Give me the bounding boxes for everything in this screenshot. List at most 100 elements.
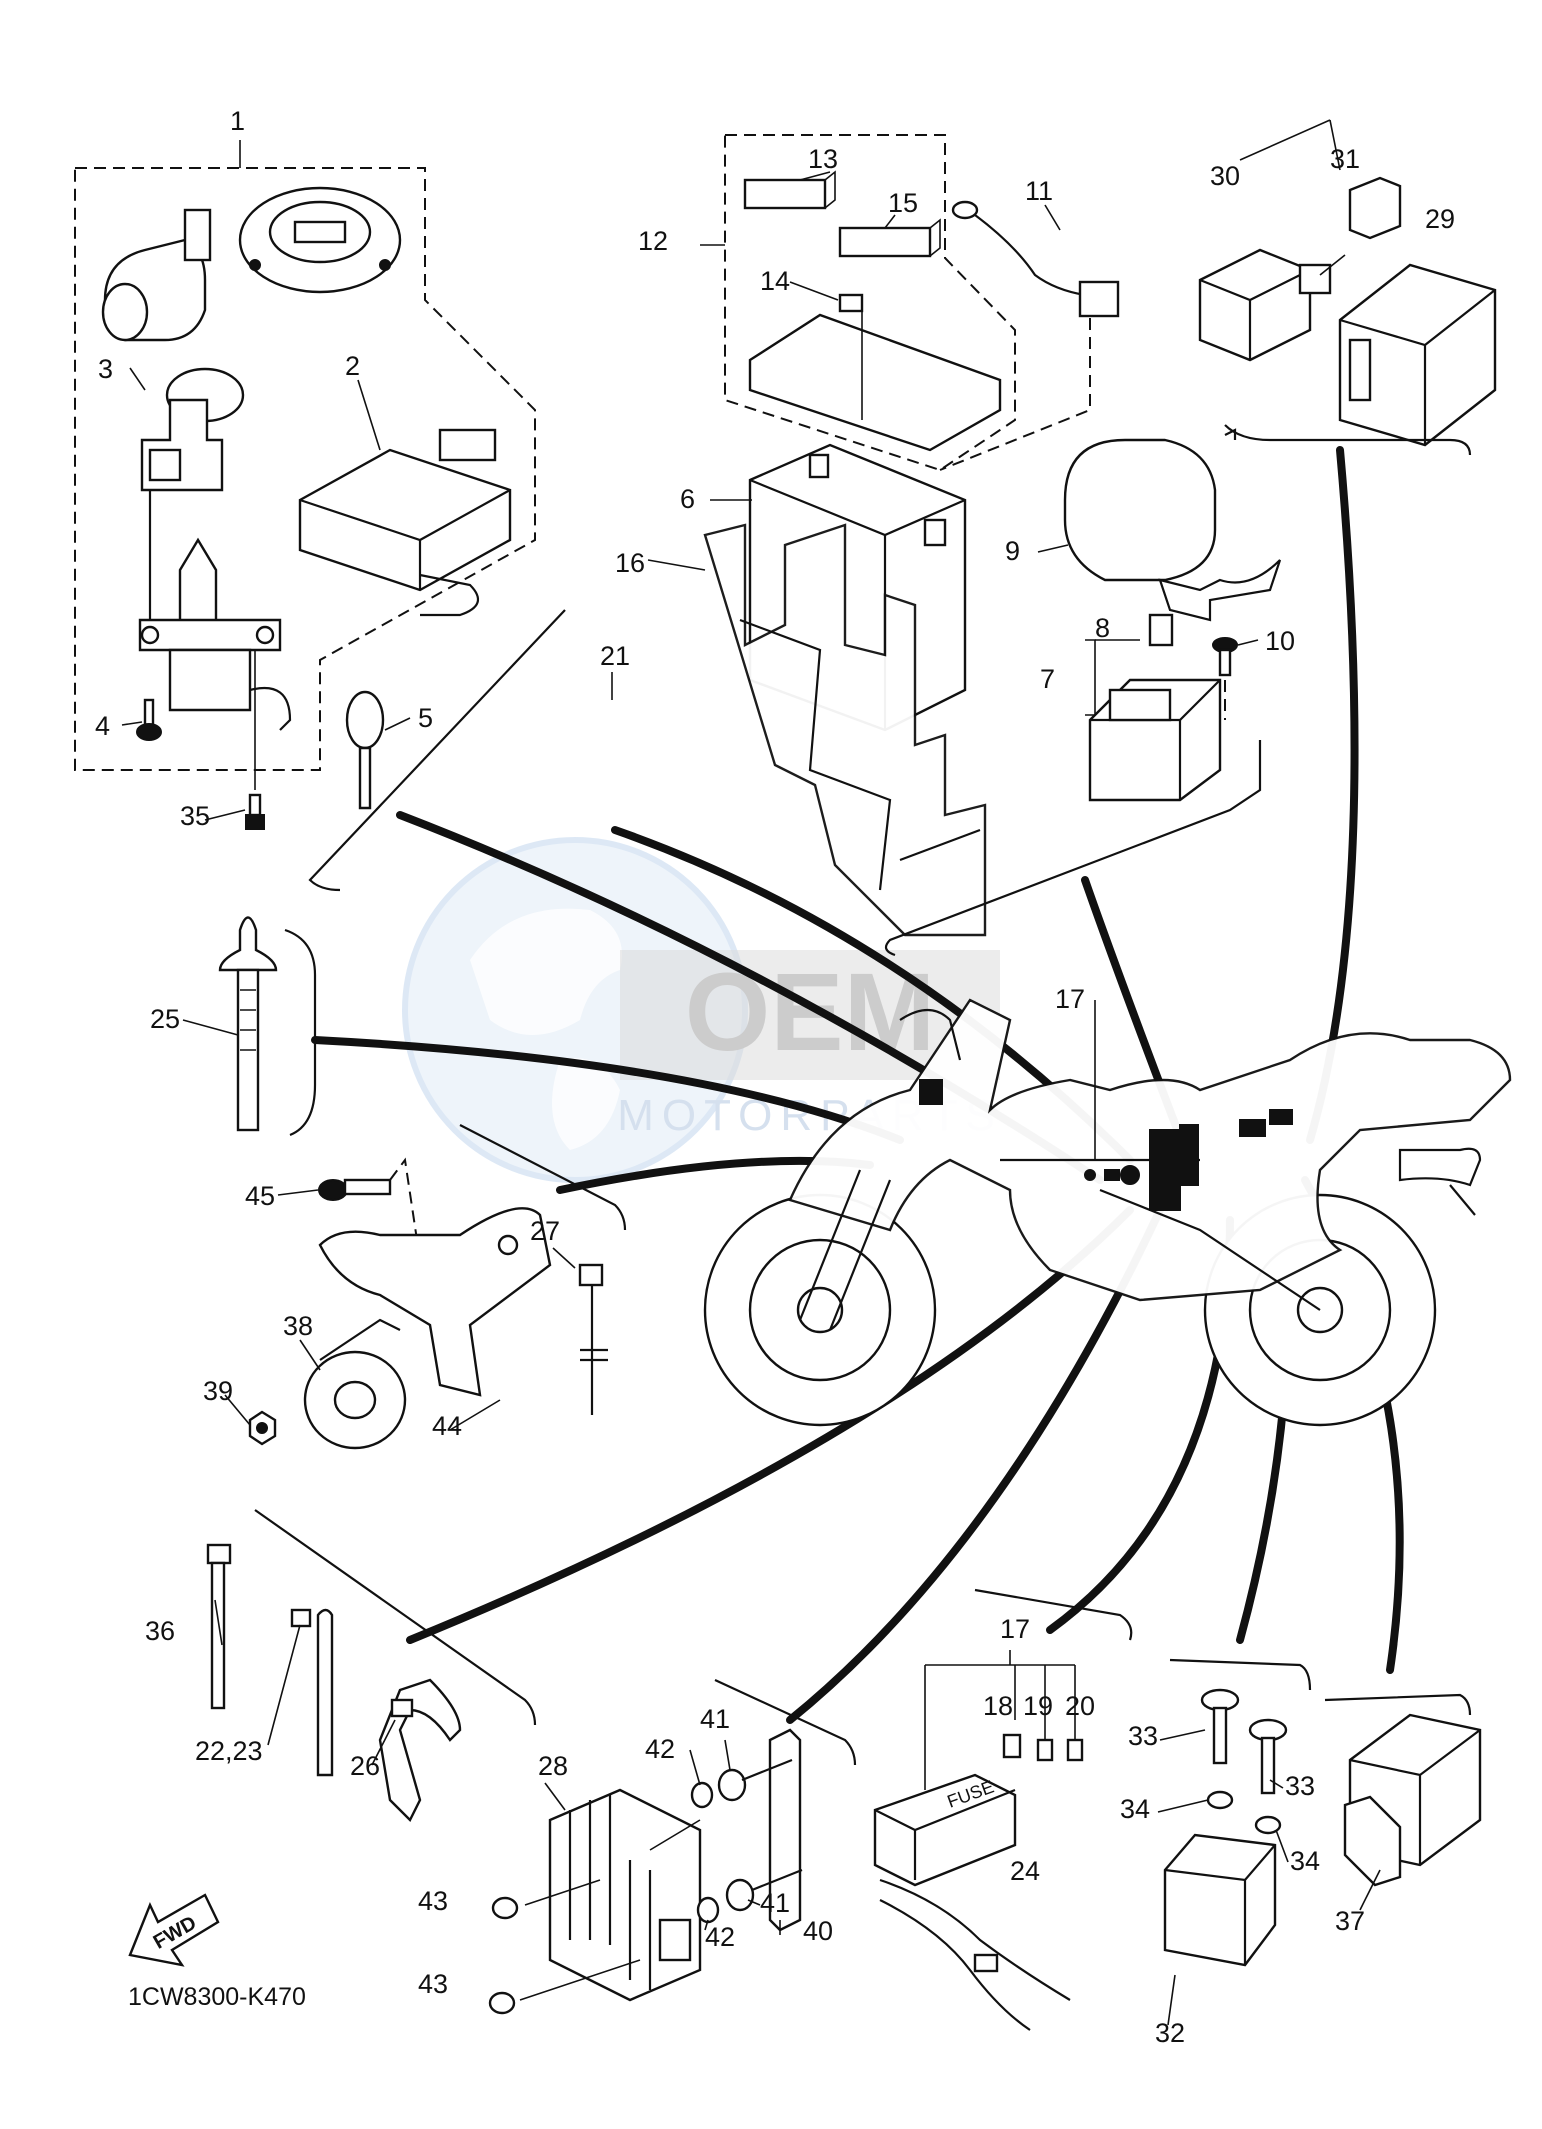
- main-switch: [140, 367, 245, 620]
- part-label: 41: [760, 1888, 790, 1918]
- bracket-25: [284, 928, 317, 1137]
- part-label: 36: [145, 1616, 175, 1646]
- part-label: 1: [230, 106, 245, 136]
- nut-43: [488, 1896, 519, 2015]
- screws-33: [1200, 1688, 1288, 1795]
- bracket-7: [1085, 639, 1096, 716]
- ecu-unit: [298, 428, 512, 617]
- part-label: 33: [1285, 1771, 1315, 1801]
- panel-edge-right: [884, 740, 1262, 957]
- unit-29: [1338, 263, 1497, 447]
- part-label: 7: [1040, 664, 1055, 694]
- cable-tie-36: [206, 1543, 232, 1710]
- part-label: 37: [1335, 1906, 1365, 1936]
- part-label: 8: [1095, 613, 1110, 643]
- fuses-18-19-20: [1002, 1733, 1084, 1762]
- part-label: 25: [150, 1004, 180, 1034]
- connector-31: [1348, 176, 1402, 240]
- steering-lock: [138, 537, 292, 731]
- motorcycle-outline: [703, 998, 1512, 1427]
- battery-cover: [748, 313, 1002, 452]
- part-label: 43: [418, 1969, 448, 1999]
- part-label: 16: [615, 548, 645, 578]
- part-label: 29: [1425, 204, 1455, 234]
- part-label: 30: [1210, 161, 1240, 191]
- part-label: 5: [418, 703, 433, 733]
- fuse-8: [1148, 613, 1174, 647]
- part-label: 17: [1055, 984, 1085, 1014]
- washers-34: [1206, 1790, 1282, 1835]
- pad-14: [838, 293, 864, 313]
- fuse-box: FUSE: [873, 1773, 1017, 1887]
- part-label: 14: [760, 266, 790, 296]
- spacers-42: [690, 1781, 720, 1924]
- panel-edge-bottom-left: [254, 1509, 537, 1726]
- part-label: 43: [418, 1886, 448, 1916]
- battery-case: [703, 523, 987, 937]
- part-label: 35: [180, 801, 210, 831]
- part-label: 40: [803, 1916, 833, 1946]
- bolt-45: [318, 1178, 392, 1201]
- fuel-cap: [238, 186, 402, 294]
- part-label: 41: [700, 1704, 730, 1734]
- cable-tie-22-23: [290, 1608, 334, 1777]
- panel-edge-32: [1169, 1658, 1312, 1691]
- part-label: 20: [1065, 1691, 1095, 1721]
- part-label: 34: [1290, 1846, 1320, 1876]
- part-label: 27: [530, 1216, 560, 1246]
- panel-edge-17: [974, 1588, 1133, 1641]
- panel-edge-37: [1324, 1693, 1472, 1716]
- part-labels: 1 2 3 4 5 6 7 8 9 10 11 12 13 14 15 16 1…: [95, 106, 1455, 2048]
- part-label: 22,23: [195, 1736, 263, 1766]
- relay: [1063, 438, 1282, 622]
- part-label: 45: [245, 1181, 275, 1211]
- part-label: 6: [680, 484, 695, 514]
- leader-30-31: [1239, 119, 1341, 171]
- key: [345, 690, 385, 810]
- nut-39: [248, 1410, 277, 1446]
- battery-lead: [939, 200, 1120, 471]
- unit-37: [1343, 1713, 1482, 1887]
- part-label: 33: [1128, 1721, 1158, 1751]
- starter-relay: [1088, 678, 1222, 802]
- clamp-26: [378, 1678, 462, 1823]
- part-label: 4: [95, 711, 110, 741]
- part-label: 21: [600, 641, 630, 671]
- forward-arrow-icon: FWD: [128, 1893, 220, 1967]
- connector-30: [1198, 248, 1332, 362]
- part-label: 42: [705, 1922, 735, 1952]
- bolt-10: [1212, 637, 1238, 720]
- part-label: 17: [1000, 1614, 1030, 1644]
- part-label: 24: [1010, 1856, 1040, 1886]
- part-label: 42: [645, 1734, 675, 1764]
- part-label: 39: [203, 1376, 233, 1406]
- part-label: 31: [1330, 144, 1360, 174]
- part-label: 13: [808, 144, 838, 174]
- part-label: 3: [98, 354, 113, 384]
- part-label: 19: [1023, 1691, 1053, 1721]
- seat-lock: [101, 208, 212, 342]
- part-label: 32: [1155, 2018, 1185, 2048]
- panel-edge-horn: [459, 1124, 627, 1231]
- part-label: 9: [1005, 536, 1020, 566]
- collars-41: [717, 1758, 803, 1912]
- bracket-44: [318, 1207, 552, 1397]
- panel-edge-top-right: [1224, 424, 1472, 456]
- wire-harness-24: [879, 1878, 1071, 2031]
- part-label: 10: [1265, 626, 1295, 656]
- lock-set-boundary: [74, 167, 536, 771]
- label-leaders: [121, 171, 1381, 2026]
- part-label: 15: [888, 188, 918, 218]
- part-label: 18: [983, 1691, 1013, 1721]
- horn: [303, 1318, 407, 1450]
- rectifier-regulator: [548, 1788, 702, 2002]
- part-label: 11: [1025, 176, 1053, 206]
- part-label: 38: [283, 1311, 313, 1341]
- pad-13: [743, 178, 827, 210]
- part-label: 26: [350, 1751, 380, 1781]
- part-label: 12: [638, 226, 668, 256]
- unit-32: [1163, 1833, 1277, 1967]
- cable-tie-25: [218, 916, 278, 1132]
- panel-edge-40: [714, 1679, 857, 1766]
